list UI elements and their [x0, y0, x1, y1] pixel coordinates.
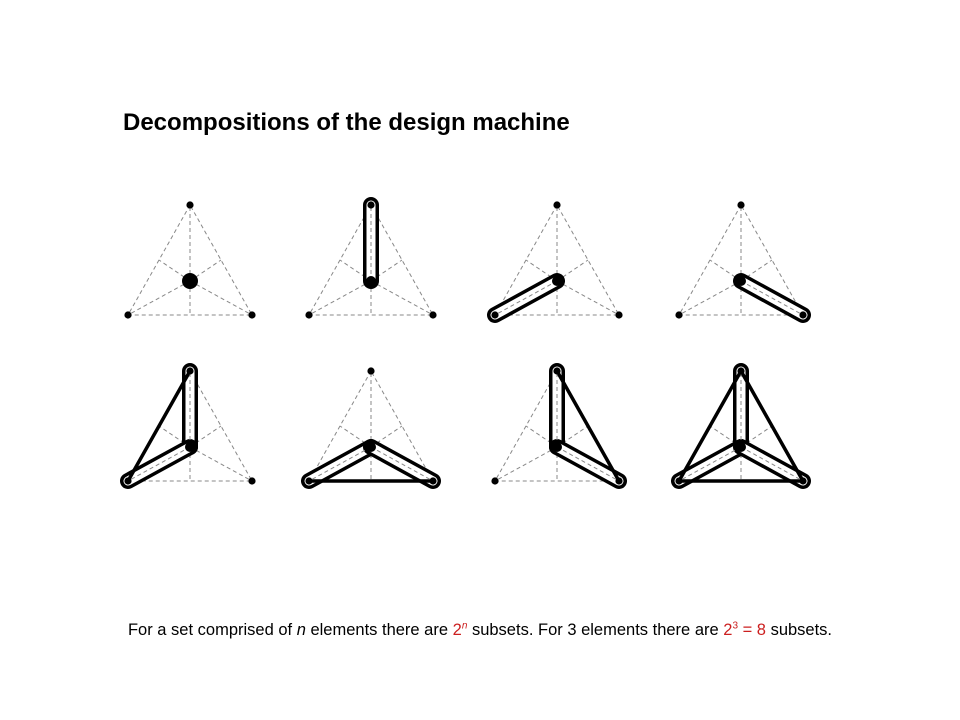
- vertex-node-left: [305, 477, 313, 485]
- page-title: Decompositions of the design machine: [123, 109, 570, 136]
- vertex-node-left: [491, 311, 499, 319]
- inner-dashed-left: [678, 446, 742, 482]
- dashed-median-left: [740, 425, 773, 448]
- caption-example-expression: 23 = 8: [723, 621, 766, 639]
- dashed-median-right: [158, 259, 191, 282]
- caption-text-3: subsets. For 3 elements there are: [467, 621, 724, 639]
- dashed-median-left: [189, 259, 222, 282]
- caption-power-exponent: n: [461, 620, 468, 632]
- vertex-node-top: [737, 201, 745, 209]
- dashed-median-left: [370, 259, 403, 282]
- center-node: [185, 442, 195, 452]
- caption-example-exponent: 3: [732, 620, 738, 632]
- vertex-node-right: [615, 477, 623, 485]
- vertex-node-top: [737, 367, 745, 375]
- vertex-node-right: [248, 311, 256, 319]
- caption-example-base: 2: [723, 621, 733, 639]
- vertex-node-top: [553, 201, 561, 209]
- center-node: [366, 276, 376, 286]
- dashed-median-right: [339, 425, 372, 448]
- dashed-median-left: [740, 259, 773, 282]
- dashed-median-right: [158, 425, 191, 448]
- caption-example-result: = 8: [738, 621, 766, 639]
- dashed-median-left: [556, 425, 589, 448]
- dashed-median-left: [189, 425, 222, 448]
- vertex-node-top: [186, 201, 194, 209]
- caption-text-4: subsets.: [765, 621, 833, 639]
- vertex-node-right: [429, 311, 437, 319]
- vertex-node-left: [675, 477, 683, 485]
- edge-top-right: [555, 369, 621, 483]
- center-node: [552, 442, 562, 452]
- dashed-median-right: [339, 259, 372, 282]
- vertex-node-left: [124, 311, 132, 319]
- caption-power-expression: 2n: [453, 621, 468, 639]
- center-node: [736, 442, 746, 452]
- dashed-median-right: [525, 425, 558, 448]
- vertex-node-right: [429, 477, 437, 485]
- inner-dashed-right: [740, 280, 804, 316]
- triangle-diagram-top-left: [120, 363, 256, 489]
- dashed-spoke-left: [494, 446, 558, 482]
- center-node: [366, 442, 376, 452]
- triangle-diagram-left-right: [301, 367, 441, 489]
- vertex-node-left: [124, 477, 132, 485]
- inner-dashed-left: [308, 446, 372, 482]
- triangle-diagram-all: [671, 363, 811, 489]
- vertex-node-right: [248, 477, 256, 485]
- vertex-node-right: [799, 477, 807, 485]
- center-node: [552, 276, 562, 286]
- dashed-median-right: [709, 425, 742, 448]
- triangle-diagram-left: [487, 201, 623, 323]
- inner-dashed-right: [370, 446, 434, 482]
- dashed-spoke-right: [189, 280, 253, 316]
- caption-power-base: 2: [452, 621, 462, 639]
- vertex-node-right: [615, 311, 623, 319]
- inner-dashed-left: [127, 446, 191, 482]
- dashed-spoke-left: [678, 280, 742, 316]
- edge-top-left: [126, 369, 192, 483]
- vertex-node-left: [675, 311, 683, 319]
- inner-dashed-left: [494, 280, 558, 316]
- dashed-spoke-right: [370, 280, 434, 316]
- inner-dashed-right: [556, 446, 620, 482]
- triangle-diagram-top-right: [491, 363, 627, 489]
- triangle-diagram-top: [305, 197, 437, 319]
- caption: For a set comprised of n elements there …: [0, 621, 960, 640]
- vertex-node-right: [799, 311, 807, 319]
- inner-dashed-right: [740, 446, 804, 482]
- edge-top-right: [739, 369, 805, 483]
- dashed-median-left: [556, 259, 589, 282]
- caption-text-2: elements there are: [305, 621, 453, 639]
- triangle-diagram-right: [675, 201, 811, 323]
- vertex-node-top: [186, 367, 194, 375]
- dashed-median-right: [709, 259, 742, 282]
- edge-top-left: [677, 369, 743, 483]
- dashed-spoke-right: [189, 446, 253, 482]
- vertex-node-left: [305, 311, 313, 319]
- center-node: [736, 276, 746, 286]
- caption-text-1: For a set comprised of: [127, 621, 297, 639]
- dashed-spoke-left: [308, 280, 372, 316]
- triangle-diagram-empty: [124, 201, 256, 319]
- dashed-median-right: [525, 259, 558, 282]
- center-node-large: [182, 273, 198, 289]
- dashed-spoke-right: [556, 280, 620, 316]
- vertex-node-top: [367, 367, 375, 375]
- vertex-node-left: [491, 477, 499, 485]
- vertex-node-top: [553, 367, 561, 375]
- dashed-median-left: [370, 425, 403, 448]
- dashed-spoke-left: [127, 280, 191, 316]
- vertex-node-top: [367, 201, 375, 209]
- caption-var-n: n: [296, 621, 306, 639]
